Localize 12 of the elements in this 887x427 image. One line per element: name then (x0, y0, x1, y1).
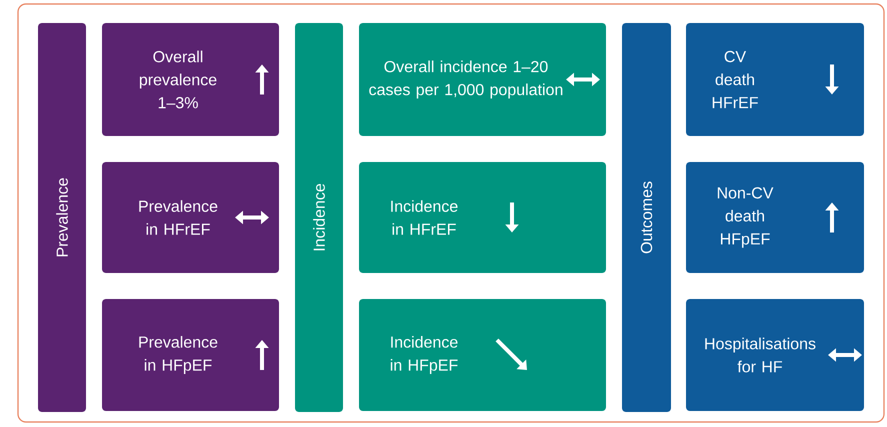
category-band: Prevalence (38, 23, 86, 412)
info-box: Overall prevalence 1–3% (102, 23, 279, 136)
info-box: Prevalence in HFrEF (102, 162, 279, 273)
category-band: Incidence (295, 23, 343, 412)
info-box: CV death HFrEF (686, 23, 864, 136)
info-box: Prevalence in HFpEF (102, 298, 279, 411)
info-box: Incidence in HFrEF (359, 162, 606, 273)
info-box: Incidence in HFpEF (359, 298, 606, 411)
category-band: Outcomes (622, 23, 671, 412)
info-box: Hospitalisations for HF (686, 298, 864, 411)
info-box: Non-CV death HFpEF (686, 162, 864, 273)
info-box: Overall incidence 1–20 cases per 1,000 population (359, 23, 606, 136)
